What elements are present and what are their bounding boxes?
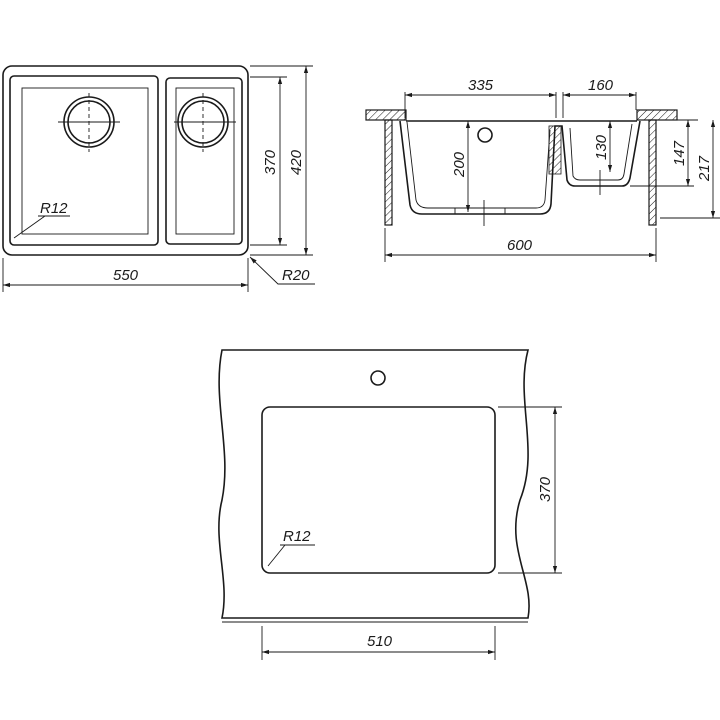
cutout-radius-label: R12	[283, 528, 311, 545]
sink-outline	[2, 65, 249, 256]
left-drain-icon	[58, 93, 120, 152]
outer-radius-label: R20	[282, 267, 310, 284]
countertop-right	[636, 109, 678, 121]
right-drain-icon	[174, 93, 236, 152]
left-bowl-depth-label: 200	[451, 151, 468, 178]
right-bowl-rim	[165, 77, 243, 245]
cutout-height-label: 370	[537, 476, 554, 502]
top-view: R12 550 370 420 R20	[2, 65, 315, 292]
left-bowl-width-label: 335	[468, 77, 494, 94]
cabinet-width-label: 600	[507, 237, 533, 254]
side-view: 335 160 200 130 147 217 600	[365, 77, 720, 262]
total-height-label: 217	[696, 155, 713, 182]
right-bowl-width-label: 160	[588, 77, 614, 94]
left-bowl-rim	[9, 75, 159, 246]
cabinet-wall-right	[648, 119, 657, 226]
cutout-opening	[261, 406, 496, 574]
bowl-profile	[399, 120, 641, 215]
inner-radius-label: R12	[40, 200, 68, 217]
tap-hole-icon	[370, 370, 386, 386]
right-height-label: 147	[671, 140, 688, 166]
right-bowl-floor	[175, 87, 235, 235]
right-bowl-depth-label: 130	[593, 134, 610, 160]
bowl-depth-label: 370	[262, 149, 279, 175]
width-label: 550	[113, 267, 139, 284]
cutout-view: R12 370 510	[218, 349, 562, 660]
cabinet-wall-left	[384, 119, 393, 226]
cutout-width-label: 510	[367, 633, 393, 650]
countertop-left	[365, 109, 407, 121]
tap-hole-icon	[477, 127, 493, 143]
countertop-outline	[218, 349, 530, 619]
depth-label: 420	[288, 149, 305, 175]
left-bowl-floor	[21, 87, 149, 235]
